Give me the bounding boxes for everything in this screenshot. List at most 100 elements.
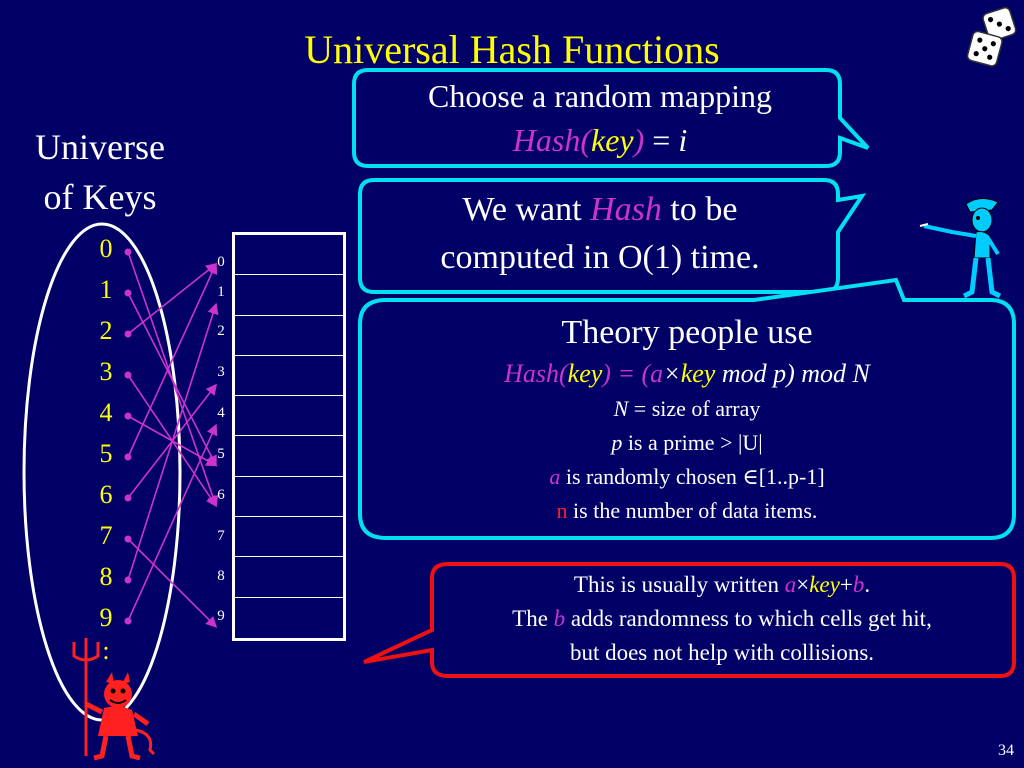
pirate-figure-icon [919, 198, 1002, 299]
key-label-5: 5 [99, 439, 113, 468]
u-plus: + [839, 572, 853, 597]
u-end: . [864, 572, 871, 597]
bubble-mapping-outline [352, 68, 870, 168]
f-hash: Hash( [504, 359, 568, 388]
text-a: is randomly chosen ∈[1..p-1] [560, 464, 825, 489]
key-dot-3 [124, 371, 132, 379]
hash-table [232, 232, 346, 641]
var-p: p [611, 430, 623, 455]
key-label-0: 0 [99, 234, 113, 263]
table-index-0: 0 [217, 254, 225, 270]
table-cell [235, 477, 343, 518]
var-N: N [613, 396, 629, 421]
bubble-theory-line-a: a is randomly chosen ∈[1..p-1] [362, 460, 1012, 494]
table-cell [235, 436, 343, 477]
equals-sign: = [644, 122, 679, 158]
u2-pre: The [512, 606, 554, 631]
key-dot-6 [124, 494, 132, 502]
table-index-4: 4 [217, 405, 225, 421]
mapping-arrow-7-to-9 [127, 538, 218, 628]
table-index-2: 2 [217, 323, 225, 339]
table-index-1: 1 [217, 284, 225, 300]
key-label-9: 9 [99, 603, 113, 632]
universe-label: Universe of Keys [0, 122, 200, 222]
bubble-time-line1: We want Hash to be [360, 186, 840, 234]
table-cell [235, 557, 343, 598]
f-times: × [663, 359, 681, 388]
table-index-6: 6 [217, 487, 225, 503]
key-label-1: 1 [99, 275, 113, 304]
bubble-mapping: Choose a random mapping Hash(key) = i [360, 74, 840, 162]
bubble-mapping-line1: Choose a random mapping [428, 78, 772, 114]
mapping-arrows [127, 251, 219, 628]
table-cell [235, 396, 343, 437]
f-key2: key [680, 359, 716, 388]
bubble-time-pre: We want [462, 191, 591, 228]
u-a: a [784, 572, 797, 597]
u2-b: b [553, 606, 566, 631]
close-paren: ) [633, 122, 645, 158]
table-index-5: 5 [217, 446, 225, 462]
bubble-usual-outline [363, 562, 1016, 678]
key-label-7: 7 [99, 521, 113, 550]
bubble-usual-line3: but does not help with collisions. [569, 640, 875, 665]
key-dots [124, 248, 132, 625]
key-dot-9 [124, 617, 132, 625]
slide-title: Universal Hash Functions [304, 27, 720, 72]
bubble-theory-line-n: N = size of array [362, 392, 1012, 426]
u-times: × [796, 572, 810, 597]
table-index-9: 9 [217, 608, 225, 624]
mapping-arrow-9-to-4 [127, 423, 218, 622]
text-n: is the number of data items. [567, 498, 818, 523]
key-label-4: 4 [99, 398, 113, 427]
key-label-6: 6 [99, 480, 113, 509]
key-label-3: 3 [99, 357, 113, 386]
u-b: b [852, 572, 865, 597]
table-cell [235, 356, 343, 397]
key-more-indicator: : [102, 636, 110, 665]
table-index-3: 3 [217, 364, 225, 380]
table-cell [235, 235, 343, 276]
table-cell [235, 517, 343, 558]
table-index-7: 7 [217, 528, 225, 544]
bubble-usual-line2: The b adds randomness to which cells get… [432, 602, 1012, 636]
bubble-theory: Theory people use Hash(key) = (a×key mod… [362, 310, 1012, 536]
f-eq: = ( [610, 359, 651, 388]
text-N: = size of array [628, 396, 761, 421]
hash-word: Hash( [512, 122, 591, 158]
f-a: a [650, 359, 664, 388]
bubble-time-line2: computed in O(1) time. [440, 239, 760, 276]
devil-icon [72, 638, 156, 761]
var-a: a [549, 464, 561, 489]
u-pre: This is usually written [573, 572, 785, 597]
mapping-arrow-5-to-0 [127, 262, 218, 458]
bubble-time: We want Hash to be computed in O(1) time… [360, 186, 840, 286]
bubble-theory-formula: Hash(key) = (a×key mod p) mod N [362, 356, 1012, 392]
u-key: key [809, 572, 840, 597]
u2-post: adds randomness to which cells get hit, [565, 606, 932, 631]
key-dot-2 [124, 330, 132, 338]
bubble-time-post: to be [661, 191, 738, 228]
index-var: i [678, 122, 688, 158]
text-p: is a prime > |U| [622, 430, 763, 455]
bubble-theory-line-n-items: n is the number of data items. [362, 494, 1012, 528]
mapping-arrow-8-to-1 [127, 302, 219, 581]
bubble-mapping-formula: Hash(key) = i [360, 118, 840, 162]
table-cell [235, 316, 343, 356]
key-label-2: 2 [99, 316, 113, 345]
page-number: 34 [998, 742, 1014, 759]
key-dot-8 [124, 576, 132, 584]
table-cell [235, 275, 343, 316]
key-dot-4 [124, 412, 132, 420]
var-n: n [556, 498, 568, 523]
bubble-theory-outline [358, 277, 1016, 540]
f-close: ) [602, 359, 611, 388]
key-dot-0 [124, 248, 132, 256]
table-index-8: 8 [217, 568, 225, 584]
key-dot-1 [124, 289, 132, 297]
key-label-8: 8 [99, 562, 113, 591]
bubble-theory-title: Theory people use [561, 314, 813, 351]
f-key1: key [567, 359, 603, 388]
bubble-usual-line1: This is usually written a×key+b. [432, 568, 1012, 602]
